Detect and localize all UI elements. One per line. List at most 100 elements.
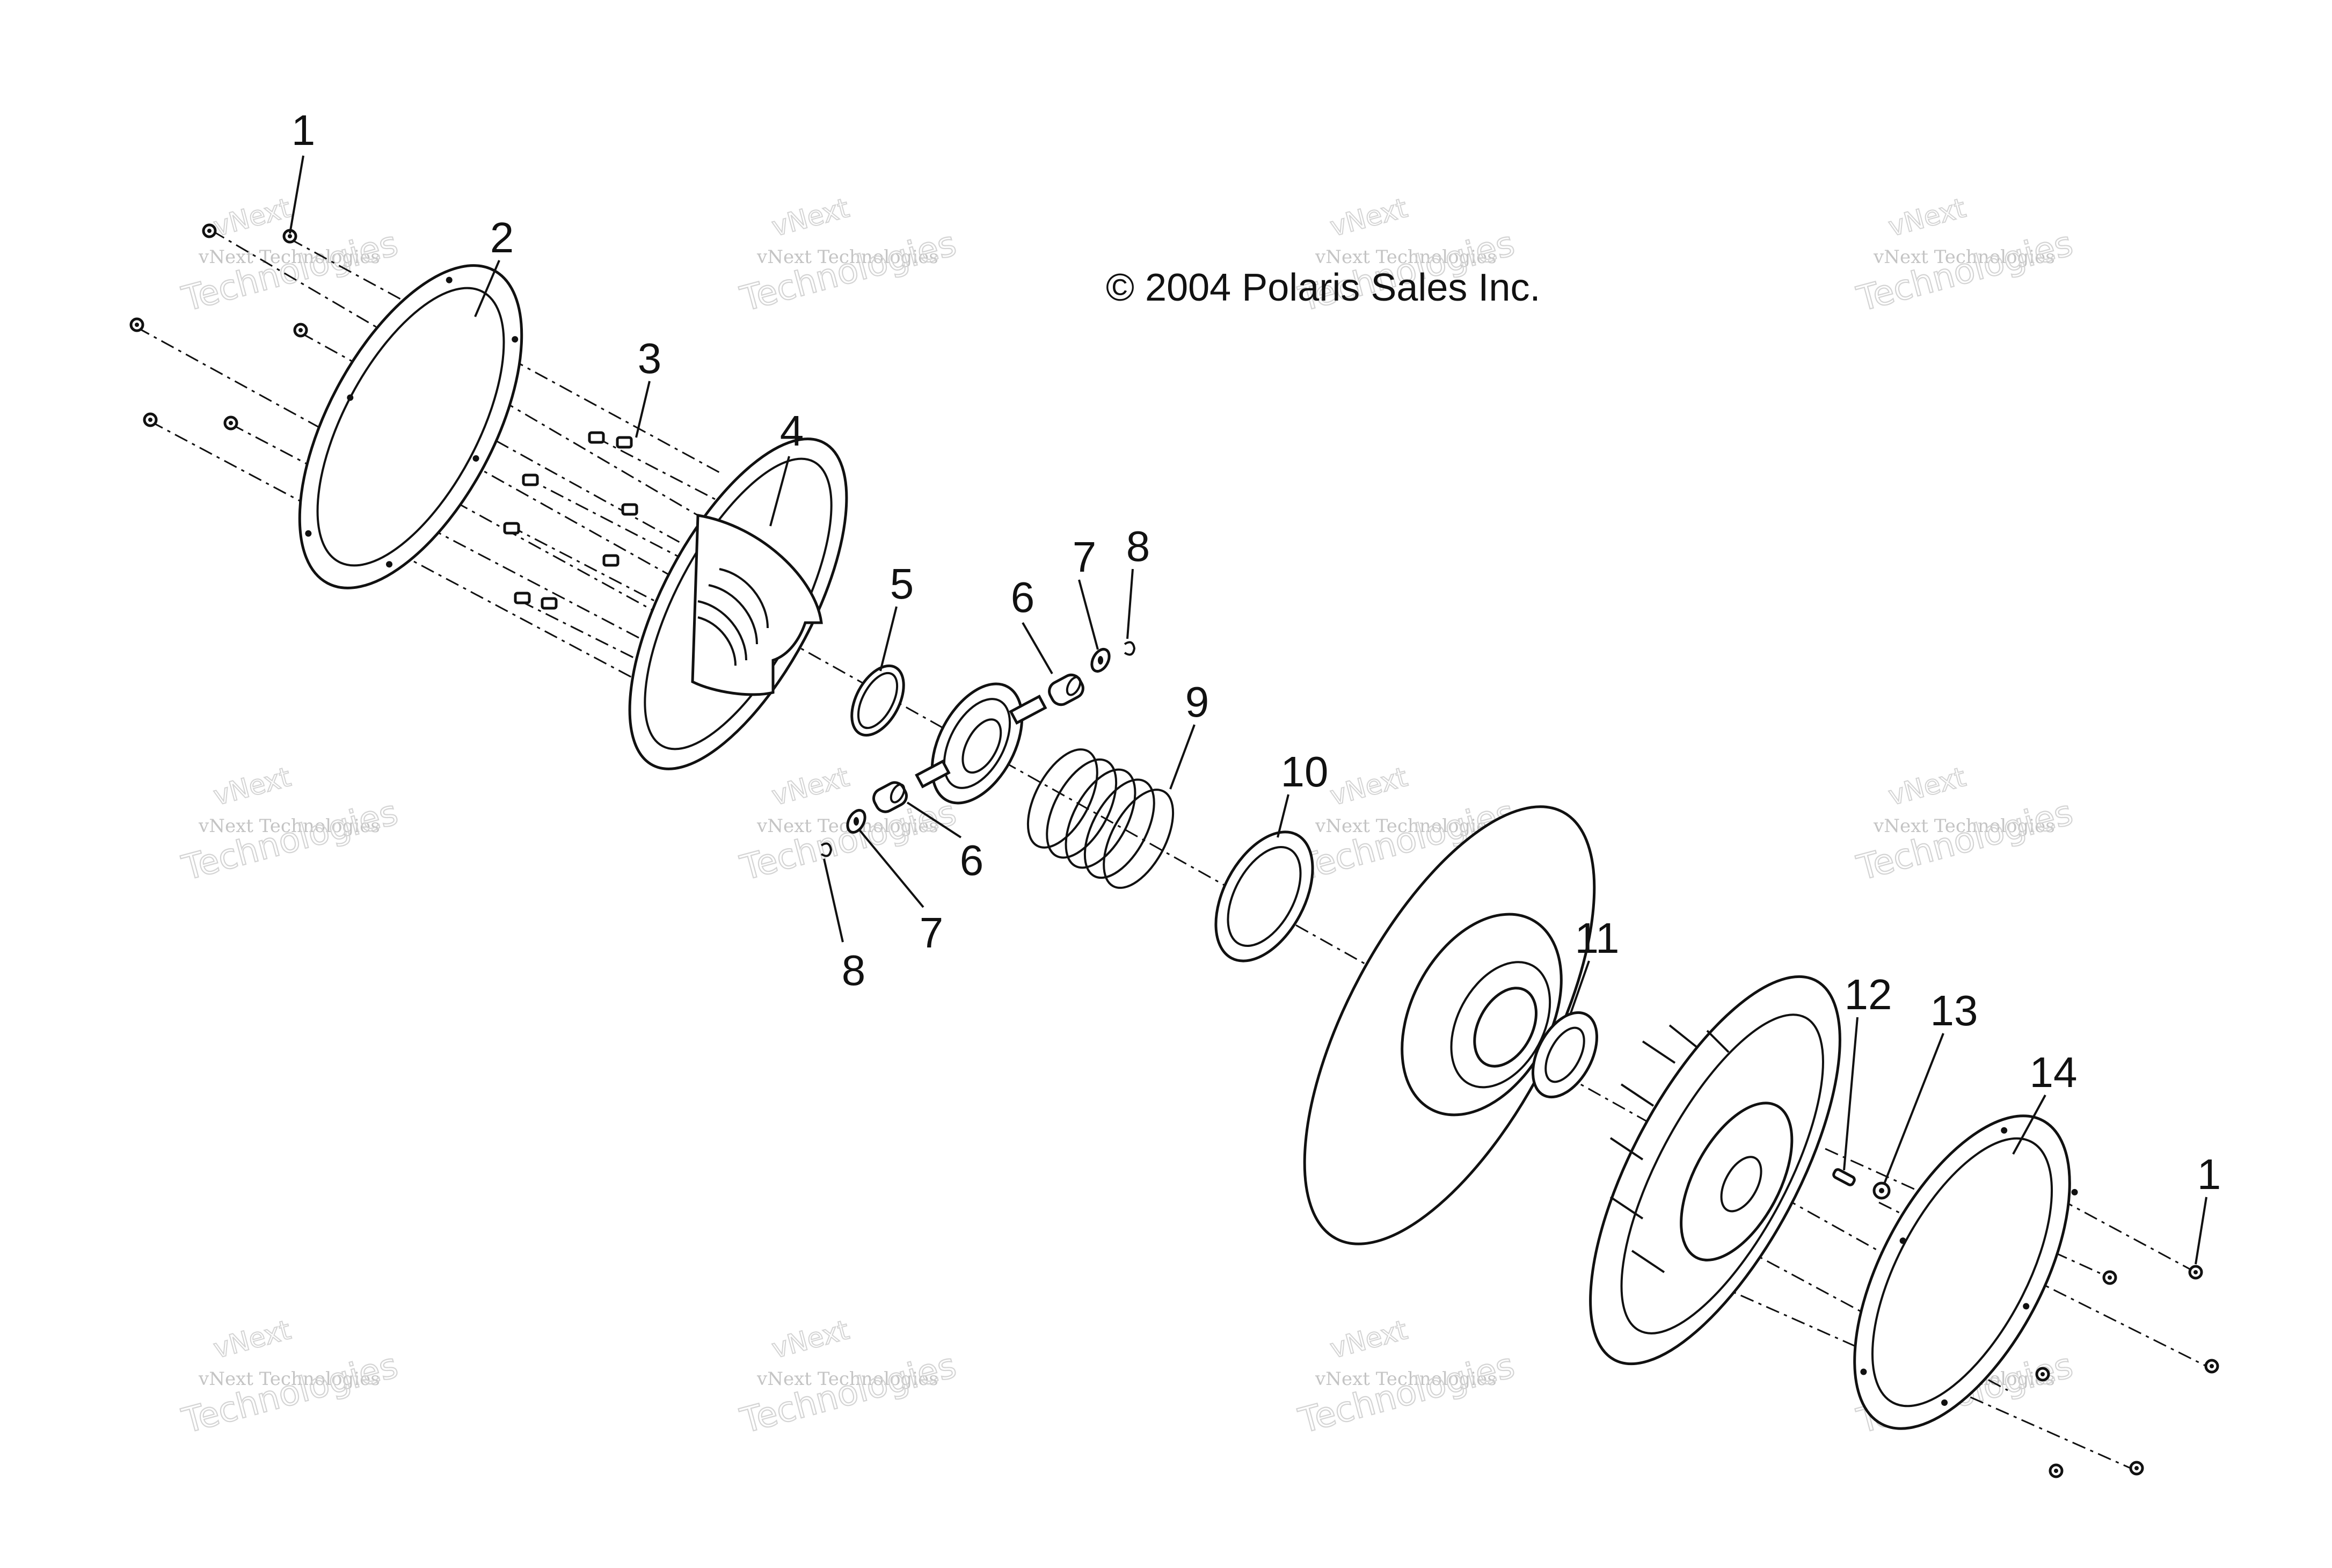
svg-text:vNext: vNext	[1327, 761, 1411, 812]
washer	[846, 808, 866, 834]
pin	[1832, 1168, 1856, 1186]
svg-text:vNext: vNext	[210, 192, 294, 243]
housing-cover	[628, 437, 848, 770]
watermark: vNext vNext Technologies Technologies	[1853, 761, 2078, 889]
svg-text:vNext Technologies: vNext Technologies	[1315, 246, 1497, 268]
svg-text:vNext Technologies: vNext Technologies	[756, 246, 938, 268]
callout-labels: 1 2 3 4 5 6 7 8 9 10 11 12 13 14 1 6 7 8	[292, 106, 2221, 1198]
callout-10: 10	[1281, 748, 1329, 796]
bolt-line	[526, 477, 682, 559]
watermark: vNext vNext Technologies Technologies	[178, 192, 403, 320]
svg-text:vNext Technologies: vNext Technologies	[198, 246, 380, 268]
bolt-icon	[2102, 1270, 2117, 1285]
svg-text:vNext Technologies: vNext Technologies	[1873, 246, 2055, 268]
copyright-notice: © 2004 Polaris Sales Inc.	[1106, 266, 1540, 309]
svg-text:vNext: vNext	[769, 761, 852, 812]
bolt-line	[520, 600, 661, 672]
svg-text:vNext Technologies: vNext Technologies	[1873, 815, 2055, 837]
callout-1: 1	[292, 106, 316, 154]
spring	[1026, 748, 1175, 889]
callout-7-lower: 7	[920, 909, 944, 957]
callout-12: 12	[1845, 971, 1892, 1018]
svg-text:Technologies: Technologies	[178, 793, 402, 888]
bolt-icon	[202, 223, 217, 238]
bolt-line	[1825, 1148, 2110, 1279]
svg-text:vNext: vNext	[210, 761, 294, 812]
screw-icon	[541, 597, 558, 610]
svg-text:vNext: vNext	[1327, 1314, 1411, 1365]
movable-sheave	[1303, 805, 1596, 1245]
watermark: vNext vNext Technologies Technologies	[178, 761, 403, 889]
screws-item-3	[503, 431, 638, 610]
watermark: vNext vNext Technologies Technologies	[736, 192, 961, 320]
svg-text:vNext: vNext	[210, 1314, 294, 1365]
svg-text:vNext: vNext	[1885, 192, 1969, 243]
screw-icon	[522, 473, 539, 486]
bolt-icon	[143, 412, 158, 427]
e-clip	[820, 842, 833, 857]
svg-text:vNext: vNext	[769, 1314, 852, 1365]
bolt-icon	[2129, 1461, 2144, 1476]
svg-text:vNext: vNext	[769, 192, 852, 243]
bolts-item-1-right	[2035, 1265, 2219, 1478]
watermark: vNext vNext Technologies Technologies	[1853, 192, 2078, 320]
bolt-icon	[293, 323, 308, 338]
screw-icon	[616, 436, 633, 449]
svg-text:vNext Technologies: vNext Technologies	[1315, 1368, 1497, 1390]
spacer-ring	[1214, 830, 1314, 962]
callout-2: 2	[490, 214, 514, 261]
callout-14: 14	[2030, 1048, 2078, 1096]
svg-text:Technologies: Technologies	[178, 1346, 402, 1441]
e-clip	[1124, 641, 1136, 656]
fixed-sheave	[1589, 975, 1841, 1366]
callout-5: 5	[890, 560, 914, 608]
callout-11: 11	[1575, 914, 1619, 962]
sheave-ribs	[1609, 1024, 1730, 1273]
svg-text:vNext: vNext	[1327, 192, 1411, 243]
watermark: vNext vNext Technologies Technologies	[736, 1314, 961, 1442]
axis-line	[418, 434, 1965, 1300]
callout-6-lower: 6	[960, 836, 984, 884]
bolts-item-1-left	[129, 223, 308, 431]
screw-icon	[621, 503, 638, 516]
bolt-icon	[223, 415, 238, 431]
callout-8-lower: 8	[842, 946, 866, 994]
screw-icon	[514, 592, 531, 604]
bolt-icon	[2204, 1359, 2219, 1374]
callout-4: 4	[780, 407, 804, 455]
watermark: vNext vNext Technologies Technologies	[178, 1314, 403, 1442]
callout-8: 8	[1126, 522, 1150, 570]
cover-gasket-ring-right	[1853, 1114, 2078, 1430]
cover-gasket-ring	[298, 264, 523, 589]
screw-icon	[588, 431, 605, 444]
callout-6: 6	[1011, 573, 1035, 621]
bolt-icon	[2188, 1265, 2203, 1280]
bolt-icon	[2049, 1463, 2064, 1478]
bolt-line	[509, 525, 666, 608]
svg-text:vNext: vNext	[1885, 761, 1969, 812]
svg-text:Technologies: Technologies	[737, 1346, 960, 1441]
svg-text:vNext Technologies: vNext Technologies	[198, 815, 380, 837]
watermark: vNext vNext Technologies Technologies	[1294, 1314, 1519, 1442]
washer-ring	[1531, 1011, 1599, 1099]
callout-7: 7	[1073, 533, 1097, 581]
bearing-hub	[915, 682, 1047, 805]
callout-13: 13	[1930, 987, 1978, 1034]
svg-text:vNext Technologies: vNext Technologies	[756, 1368, 938, 1390]
callout-3: 3	[638, 334, 662, 382]
callout-1-right: 1	[2197, 1150, 2221, 1198]
svg-text:vNext Technologies: vNext Technologies	[198, 1368, 380, 1390]
svg-text:Technologies: Technologies	[1295, 1346, 1519, 1441]
nut-icon	[1872, 1182, 1891, 1200]
callout-9: 9	[1185, 678, 1209, 726]
svg-text:Technologies: Technologies	[1853, 224, 2077, 319]
screw-icon	[503, 522, 520, 535]
snap-ring	[850, 664, 905, 737]
roller	[1048, 673, 1084, 706]
svg-text:Technologies: Technologies	[737, 793, 960, 888]
svg-text:vNext Technologies: vNext Technologies	[1315, 815, 1497, 837]
screw-icon	[602, 554, 620, 567]
svg-text:Technologies: Technologies	[1853, 793, 2077, 888]
bolt-icon	[129, 317, 144, 332]
